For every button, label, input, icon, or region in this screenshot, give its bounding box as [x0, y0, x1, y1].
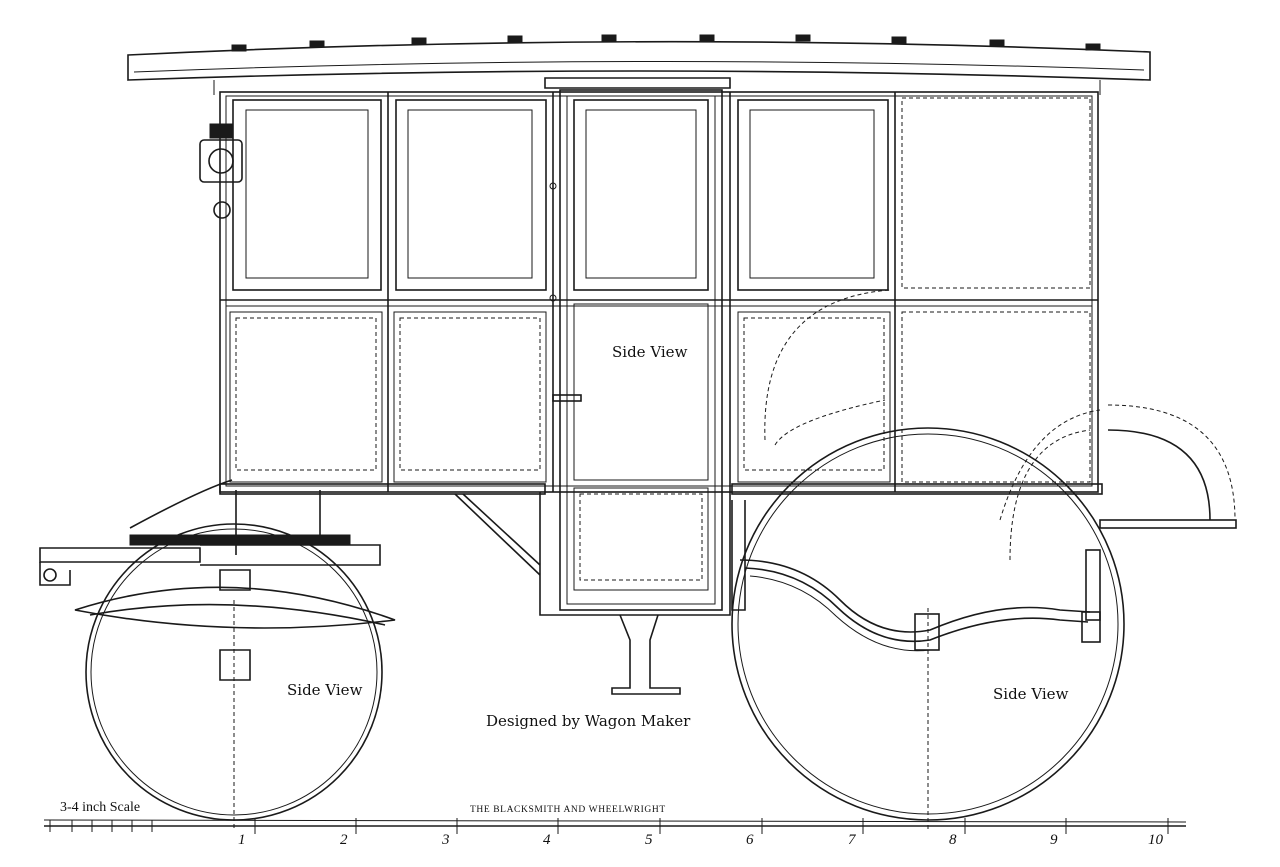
scale-tick-label: 5 — [645, 832, 653, 848]
lamp-icon — [199, 123, 243, 219]
front-wheel-view-label: Side View — [287, 681, 363, 699]
carriage-body — [219, 91, 1103, 495]
designer-credit: Designed by Wagon Maker — [486, 712, 691, 730]
scale-tick-label: 8 — [949, 832, 957, 848]
scale-tick-label: 7 — [848, 832, 856, 848]
scale-tick-label: 6 — [746, 832, 754, 848]
publication-title: THE BLACKSMITH AND WHEELWRIGHT — [470, 805, 666, 815]
front-undercarriage — [39, 479, 396, 681]
rear-spring — [731, 500, 1101, 652]
scale-tick-label: 3 — [442, 832, 450, 848]
rear-wheel-view-label: Side View — [993, 685, 1069, 703]
rear-wheel — [731, 427, 1125, 830]
scale-tick-label: 10 — [1148, 832, 1163, 848]
scale-tick-label: 1 — [238, 832, 246, 848]
door — [454, 89, 731, 695]
roof — [127, 34, 1151, 95]
center-view-label: Side View — [612, 343, 688, 361]
scale-tick-label: 2 — [340, 832, 348, 848]
rear-fender — [999, 404, 1237, 561]
scale-caption: 3-4 inch Scale — [60, 800, 141, 815]
scale-tick-label: 9 — [1050, 832, 1058, 848]
scale-tick-label: 4 — [543, 832, 551, 848]
scale-bar — [43, 818, 1187, 834]
